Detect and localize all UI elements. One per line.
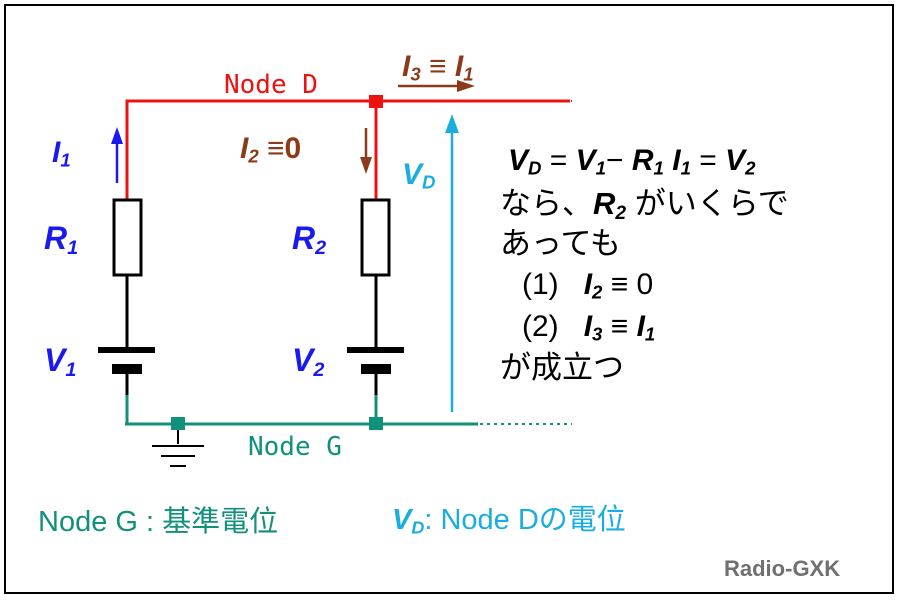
legend-node-g: Node G : 基準電位 [38,506,279,538]
black-wire [125,275,378,395]
i2-label: I2 ≡0 [240,132,302,167]
battery-v2 [347,347,404,374]
v2-label: V2 [292,342,325,381]
node-g-dot-left [171,417,185,430]
r1-label: R1 [44,220,79,259]
vd-arrow [445,114,459,412]
i1-arrow [111,127,123,183]
explanation-line-6: が成立つ [500,350,624,385]
i3-arrow [398,80,475,92]
explanation-line-2: なら、R2 がいくらで [500,186,789,224]
resistor-r2 [360,198,391,277]
resistor-r1 [112,198,143,277]
node-d-dot [369,95,383,108]
watermark-text: Radio-GXK [724,556,841,581]
condition-item-2: (2) I3 ≡ I1 [522,310,656,345]
vd-label: VD [402,158,436,193]
explanation-line-3: あっても [500,226,621,261]
equation-line: VD = V1− R1 I1 = V2 [508,144,756,179]
v1-label: V1 [44,342,77,381]
battery-v1 [98,347,155,374]
node-g-dot-right [369,417,383,430]
legend-vd: VD: Node Dの電位 [392,504,626,538]
node-g-label: Node G [248,432,342,462]
i3-label: I3 ≡ I1 [402,50,474,85]
i1-label: I1 [52,136,71,171]
i2-arrow [360,128,372,174]
r2-label: R2 [292,220,327,259]
condition-item-1: (1) I2 ≡ 0 [522,268,654,303]
node-d-label: Node D [224,70,318,100]
ground-symbol [152,424,204,467]
